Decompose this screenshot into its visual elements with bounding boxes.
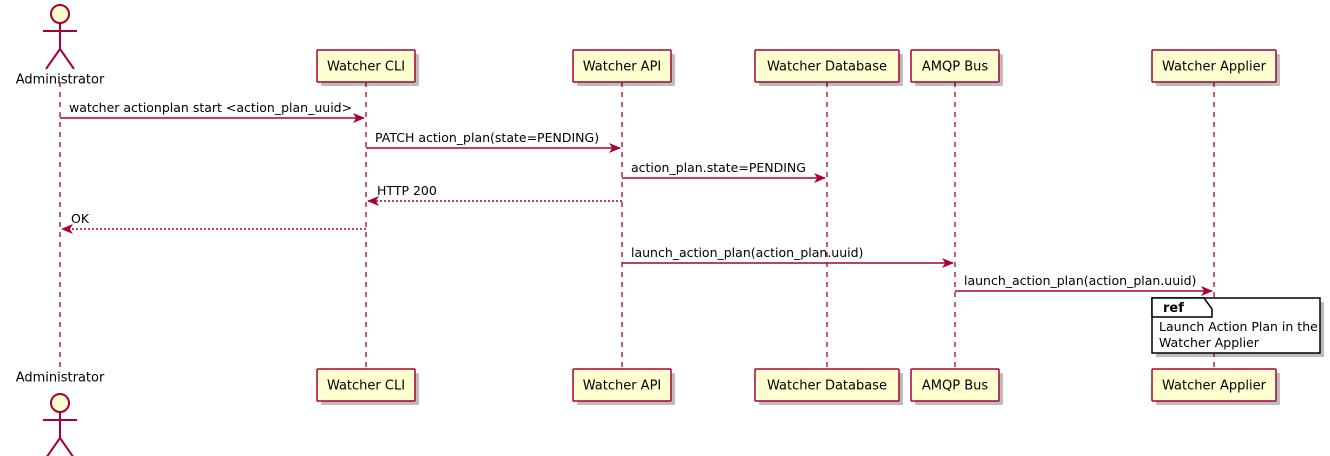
participant-box-watcher-database[interactable]: Watcher Database	[754, 49, 903, 86]
participant-label-watcher-applier: Watcher Applier	[1162, 60, 1267, 75]
messages-group: watcher actionplan start <action_plan_uu…	[60, 100, 1213, 296]
message-7: launch_action_plan(action_plan.uuid)	[955, 273, 1213, 296]
participant-box-watcher-cli[interactable]: Watcher CLI	[316, 368, 419, 405]
message-label-5: OK	[71, 211, 90, 226]
message-5: OK	[61, 211, 366, 234]
participant-label-watcher-api: Watcher API	[583, 379, 662, 394]
participant-box-amqp-bus[interactable]: AMQP Bus	[910, 49, 1003, 86]
actor-administrator: Administrator	[16, 371, 105, 456]
ref-text-line-2: Watcher Applier	[1159, 335, 1260, 350]
participant-box-amqp-bus[interactable]: AMQP Bus	[910, 368, 1003, 405]
participant-box-watcher-api[interactable]: Watcher API	[572, 49, 675, 86]
message-3: action_plan.state=PENDING	[622, 160, 826, 183]
participant-label-watcher-cli: Watcher CLI	[327, 379, 405, 394]
ref-text-line-1: Launch Action Plan in the	[1159, 319, 1318, 334]
participant-label-administrator: Administrator	[16, 73, 105, 88]
participant-label-amqp-bus: AMQP Bus	[922, 60, 988, 75]
ref-keyword: ref	[1163, 301, 1184, 316]
message-label-6: launch_action_plan(action_plan.uuid)	[631, 245, 863, 260]
actor-head-icon	[50, 4, 70, 24]
message-label-4: HTTP 200	[377, 183, 437, 198]
actor-head-icon	[50, 393, 70, 413]
message-label-1: watcher actionplan start <action_plan_uu…	[69, 100, 352, 115]
participant-box-watcher-database[interactable]: Watcher Database	[754, 368, 903, 405]
message-label-2: PATCH action_plan(state=PENDING)	[375, 130, 599, 145]
participant-label-watcher-database: Watcher Database	[767, 379, 887, 394]
message-1: watcher actionplan start <action_plan_uu…	[60, 100, 365, 123]
actor-administrator: Administrator	[16, 4, 105, 88]
participant-label-watcher-cli: Watcher CLI	[327, 60, 405, 75]
participant-box-watcher-cli[interactable]: Watcher CLI	[316, 49, 419, 86]
participant-label-administrator: Administrator	[16, 371, 105, 386]
message-label-7: launch_action_plan(action_plan.uuid)	[964, 273, 1196, 288]
participant-label-watcher-applier: Watcher Applier	[1162, 379, 1267, 394]
participant-label-watcher-database: Watcher Database	[767, 60, 887, 75]
lifelines-group	[59, 82, 1215, 369]
participant-label-watcher-api: Watcher API	[583, 60, 662, 75]
participant-box-watcher-applier[interactable]: Watcher Applier	[1151, 49, 1280, 86]
message-2: PATCH action_plan(state=PENDING)	[366, 130, 621, 153]
participant-box-watcher-applier[interactable]: Watcher Applier	[1151, 368, 1280, 405]
participant-box-watcher-api[interactable]: Watcher API	[572, 368, 675, 405]
message-label-3: action_plan.state=PENDING	[631, 160, 806, 175]
message-4: HTTP 200	[367, 183, 622, 206]
participant-label-amqp-bus: AMQP Bus	[922, 379, 988, 394]
message-6: launch_action_plan(action_plan.uuid)	[622, 245, 954, 268]
participant-headers-group: Administrator Watcher CLI Watcher API Watch…	[16, 4, 1280, 88]
